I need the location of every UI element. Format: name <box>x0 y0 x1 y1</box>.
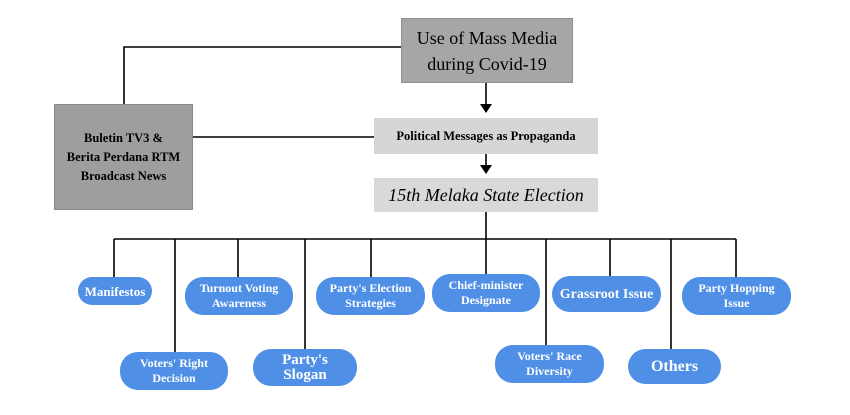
theme-label-line1: Grassroot Issue <box>559 286 654 302</box>
theme-label-line2: Strategies <box>345 296 396 310</box>
broadcast-news-line1: Buletin TV3 & <box>84 130 163 145</box>
theme-label-line2: Decision <box>152 371 196 385</box>
theme-label-line2: Designate <box>461 293 511 307</box>
election-node: 15th Melaka State Election <box>374 178 598 212</box>
propaganda-label: Political Messages as Propaganda <box>396 128 576 143</box>
theme-grassroot-issue: Grassroot Issue <box>552 276 661 312</box>
theme-label-line2: Awareness <box>211 296 267 310</box>
theme-label-line1: Voters' Race <box>517 349 582 363</box>
theme-partys-slogan: Party's Slogan <box>253 349 357 386</box>
theme-others: Others <box>628 349 721 384</box>
broadcast-news-line3: Broadcast News <box>80 168 167 183</box>
theme-label-line1: Party's Slogan <box>282 351 328 383</box>
theme-manifestos: Manifestos <box>78 277 152 305</box>
theme-label-line1: Others <box>650 358 699 375</box>
mass-media-node: Use of Mass Media during Covid-19 <box>401 18 573 83</box>
theme-label-line2: Issue <box>723 296 750 310</box>
broadcast-news-line2: Berita Perdana RTM <box>66 149 181 164</box>
connector-top-to-left <box>123 46 401 104</box>
theme-label-line2: Diversity <box>526 364 573 378</box>
theme-label-line1: Voters' Right <box>140 356 208 370</box>
arrowhead-top <box>480 104 492 113</box>
theme-label-line1: Chief-minister <box>448 278 524 292</box>
election-label: 15th Melaka State Election <box>388 184 584 205</box>
broadcast-news-node: Buletin TV3 & Berita Perdana RTM Broadca… <box>54 104 193 210</box>
mass-media-line2: during Covid-19 <box>427 53 547 74</box>
connectors <box>113 46 737 352</box>
theme-label-line1: Manifestos <box>84 283 146 299</box>
arrowheads <box>480 104 492 174</box>
mass-media-line1: Use of Mass Media <box>416 27 558 48</box>
arrowhead-propaganda <box>480 165 492 174</box>
propaganda-node: Political Messages as Propaganda <box>374 118 598 154</box>
theme-label-line1: Party Hopping <box>698 281 775 295</box>
theme-label-line1: Party's Election <box>329 281 412 295</box>
theme-label-line1: Turnout Voting <box>199 281 279 295</box>
